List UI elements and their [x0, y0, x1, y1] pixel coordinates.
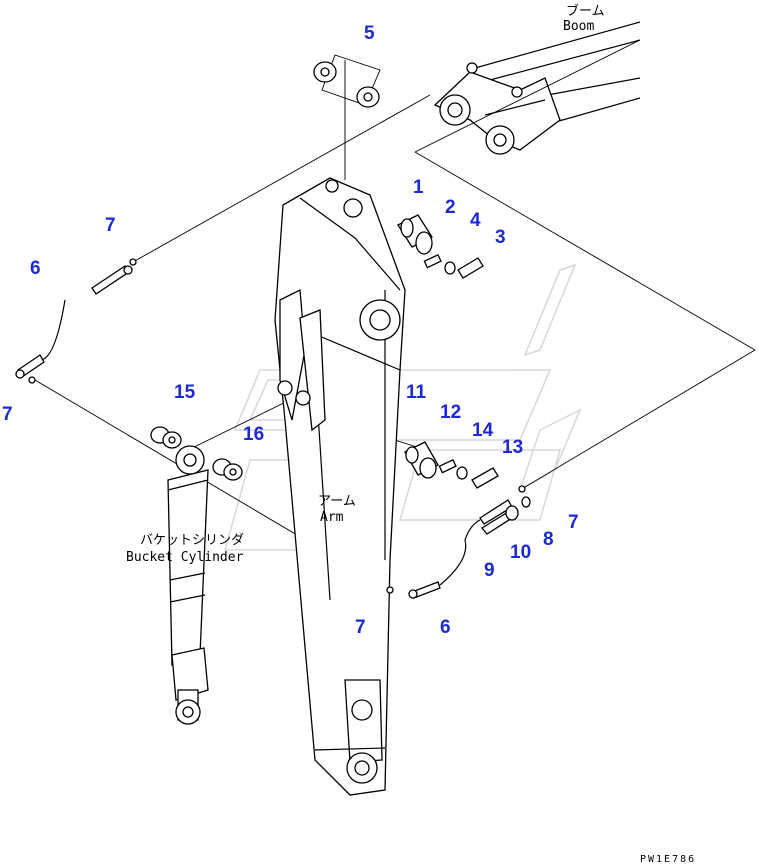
- callout-12: 12: [440, 402, 461, 423]
- callout-16: 16: [243, 424, 264, 445]
- callout-4: 4: [470, 210, 481, 231]
- callout-8: 8: [543, 529, 554, 550]
- callout-1: 1: [413, 177, 424, 198]
- pin-axis-line: [519, 349, 756, 491]
- callout-2: 2: [445, 197, 456, 218]
- callout-7: 7: [355, 617, 366, 638]
- callout-5: 5: [364, 23, 375, 44]
- pin-axis-line: [187, 394, 301, 451]
- callout-6: 6: [30, 258, 41, 279]
- callout-7: 7: [568, 512, 579, 533]
- callout-6: 6: [440, 617, 451, 638]
- boom-pin-line: [414, 39, 641, 153]
- callout-13: 13: [502, 437, 523, 458]
- part-14-washer: [456, 466, 468, 480]
- arm-label-jp: アーム: [318, 494, 356, 509]
- arm-label-en: Arm: [320, 510, 344, 525]
- bucket-cylinder-label-en: Bucket Cylinder: [126, 550, 244, 565]
- part-6-hose-right: [408, 499, 513, 599]
- part-5-shims: [313, 54, 381, 108]
- part-15-shims: [150, 426, 182, 449]
- callout-3: 3: [495, 227, 506, 248]
- bucket-cylinder: [167, 445, 209, 725]
- part-12-plate: [438, 459, 457, 474]
- part-4-washer: [444, 261, 456, 275]
- pin-axis-line: [132, 94, 431, 263]
- callout-7: 7: [105, 215, 116, 236]
- callout-7: 7: [2, 404, 13, 425]
- boom: [433, 21, 641, 155]
- part-6-hose-left: [15, 265, 133, 379]
- part-10-washer: [505, 505, 519, 521]
- part-8-washer: [521, 496, 531, 508]
- boom-pin-line: [414, 151, 756, 351]
- callout-15: 15: [174, 382, 196, 403]
- part-7-fitting: [518, 485, 526, 493]
- part-7-fitting: [386, 586, 394, 594]
- boom-label-en: Boom: [563, 19, 594, 34]
- part-16-shims: [212, 458, 243, 481]
- arm: [274, 177, 406, 796]
- bucket-cylinder-label-jp: バケットシリンダ: [140, 533, 244, 548]
- part-2-plate: [423, 254, 442, 269]
- boom-label-jp: ブーム: [566, 3, 605, 19]
- callout-10: 10: [510, 542, 531, 563]
- part-11-pin: [404, 441, 439, 479]
- part-7-fitting: [129, 258, 137, 266]
- callout-11: 11: [406, 382, 427, 403]
- drawing-code: PW1E786: [640, 854, 696, 865]
- callout-14: 14: [472, 420, 494, 441]
- callout-9: 9: [484, 560, 495, 581]
- part-1-pin: [397, 214, 433, 255]
- part-13-bolt: [471, 467, 499, 489]
- part-7-fitting: [28, 376, 36, 384]
- part-3-bolt: [457, 257, 484, 279]
